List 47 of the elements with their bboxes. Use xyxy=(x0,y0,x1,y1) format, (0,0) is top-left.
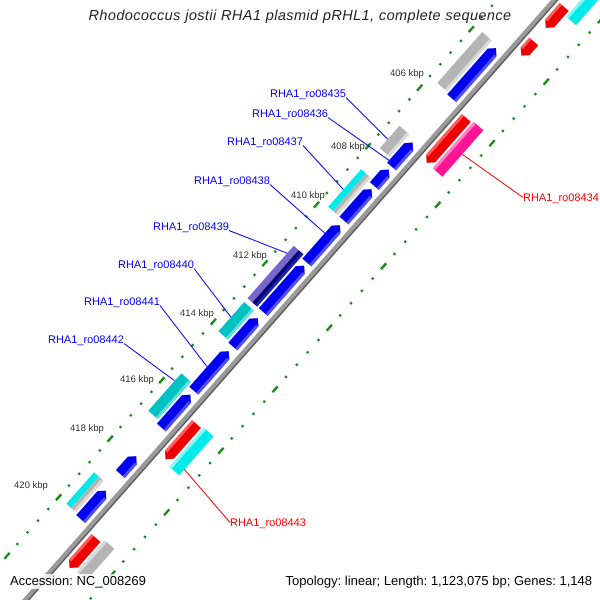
gene-label: RHA1_ro08434 xyxy=(523,192,599,205)
gene-block xyxy=(432,122,484,177)
gene-block xyxy=(258,266,305,316)
gene-block xyxy=(386,142,414,171)
gene-label: RHA1_ro08438 xyxy=(194,175,270,188)
gene-block xyxy=(545,2,569,28)
gene-label: RHA1_ro08439 xyxy=(153,221,229,234)
gene-block xyxy=(302,225,340,267)
gene-label: RHA1_ro08441 xyxy=(84,296,160,309)
gene-block xyxy=(169,428,214,476)
tick-label: 408 kbp xyxy=(331,142,365,153)
gene-block xyxy=(370,170,390,190)
gene-label: RHA1_ro08435 xyxy=(270,88,346,101)
tick-label: 410 kbp xyxy=(291,191,325,202)
leader-line xyxy=(270,184,326,234)
info-text: Topology: linear; Length: 1,123,075 bp; Genes: 1,148 xyxy=(286,574,592,589)
leader-line xyxy=(462,154,524,198)
tick-label: 406 kbp xyxy=(390,69,424,80)
leader-line xyxy=(160,305,208,368)
leader-line xyxy=(346,97,388,140)
tick-label: 412 kbp xyxy=(233,251,267,262)
gene-block xyxy=(189,351,230,395)
gene-block xyxy=(76,490,106,524)
title-text: Rhodococcus jostii RHA1 plasmid pRHL1, complete sequence xyxy=(88,8,512,25)
gene-block xyxy=(520,37,538,56)
gene-block xyxy=(156,394,191,432)
leader-line xyxy=(328,117,390,161)
leader-line xyxy=(228,230,288,254)
leader-line xyxy=(124,343,175,382)
gene-block xyxy=(566,0,600,26)
gene-label: RHA1_ro08440 xyxy=(118,259,194,272)
tick-label: 414 kbp xyxy=(180,309,214,320)
leader-line xyxy=(194,268,232,318)
tick-label: 420 kbp xyxy=(14,481,48,492)
gene-label: RHA1_ro08443 xyxy=(230,517,306,530)
gene-block xyxy=(228,318,258,351)
info-text: Accession: NC_008269 xyxy=(10,574,146,589)
gene-label: RHA1_ro08436 xyxy=(252,108,328,121)
tick-label: 418 kbp xyxy=(70,424,104,435)
leader-line xyxy=(302,145,344,190)
gene-block xyxy=(447,48,496,102)
tick-label: 416 kbp xyxy=(120,375,154,386)
gene-label: RHA1_ro08437 xyxy=(227,136,303,149)
leader-line xyxy=(184,468,230,523)
gene-block xyxy=(116,456,137,478)
gene-label: RHA1_ro08442 xyxy=(48,334,124,347)
gene-block xyxy=(339,189,372,225)
